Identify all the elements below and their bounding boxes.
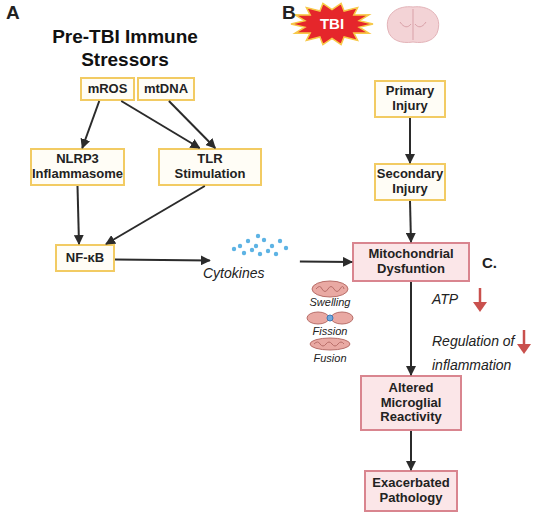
panel-letter: B	[282, 2, 296, 24]
node-text: Mitochondrial Dysfuntion	[357, 247, 465, 277]
mitochondria-label: Fusion	[300, 352, 360, 364]
mitochondrion-fission	[331, 312, 353, 324]
cytokine-dot	[284, 246, 288, 250]
cytokine-dot	[278, 239, 282, 243]
brain-detail	[400, 9, 426, 40]
pathway-box: TLR Stimulation	[158, 148, 262, 186]
node-text: NF-κB	[66, 251, 104, 266]
effect-label: Regulation of inflammation	[432, 329, 532, 377]
edge-label: Cytokines	[203, 265, 264, 281]
panel-title: Pre-TBI Immune Stressors	[25, 26, 225, 72]
starburst-fill	[291, 4, 373, 45]
outcome-box: Altered Microglial Reactivity	[360, 375, 462, 431]
decrease-arrow-head	[473, 302, 487, 312]
decrease-arrow-shaft	[523, 330, 526, 346]
arrow-connector	[78, 186, 80, 244]
arrow-connector	[410, 201, 411, 242]
stressor-box: mtDNA	[137, 77, 195, 101]
cytokine-dot	[258, 252, 262, 256]
connector-line	[300, 260, 352, 263]
node-text: Primary Injury	[380, 84, 440, 114]
mitochondrion-fusion	[310, 338, 350, 350]
arrow-connector	[121, 101, 199, 148]
decrease-arrow-head	[517, 344, 531, 354]
connector-line	[409, 118, 411, 163]
cytokine-dot	[242, 251, 246, 255]
arrow-connector	[411, 431, 412, 470]
effect-label: ATP	[432, 291, 458, 307]
cytokine-dot	[262, 238, 266, 242]
cytokine-dots	[232, 234, 288, 256]
panel-letter: A	[6, 2, 20, 24]
starburst-label: TBI	[290, 2, 374, 46]
cristae	[314, 342, 344, 346]
arrow-connector	[115, 259, 352, 262]
cytokine-dot	[238, 244, 242, 248]
mitochondria-drawings	[307, 281, 353, 350]
injury-box: Primary Injury	[374, 80, 446, 118]
connector-line	[169, 101, 215, 148]
node-text: NLRP3 Inflammasome	[32, 152, 123, 182]
injury-box: Secondary Injury	[374, 163, 446, 201]
cytokine-dot	[270, 244, 274, 248]
cytokine-dot	[274, 252, 278, 256]
decrease-arrow-shaft	[479, 288, 482, 304]
arrow-connector	[106, 186, 205, 244]
node-text: mROS	[88, 82, 128, 97]
pathway-box: NLRP3 Inflammasome	[30, 148, 125, 186]
node-text: mtDNA	[144, 82, 188, 97]
mitochondria-label: Swelling	[300, 296, 360, 308]
connector-line	[410, 201, 411, 242]
cytokine-dot	[254, 244, 258, 248]
arrow-connector	[169, 101, 215, 148]
cristae	[316, 287, 344, 292]
stressor-box: mROS	[80, 77, 135, 101]
panel-letter: C.	[482, 254, 497, 271]
node-text: Exacerbated Pathology	[369, 476, 453, 506]
cytokine-dot	[250, 248, 254, 252]
arrow-connector	[82, 101, 99, 148]
connector-line	[115, 259, 210, 260]
cytokine-dot	[256, 234, 260, 238]
outcome-box: Exacerbated Pathology	[364, 470, 458, 512]
node-text: TLR Stimulation	[168, 152, 252, 182]
node-text: Altered Microglial Reactivity	[365, 381, 457, 426]
arrow-connector	[411, 282, 412, 375]
mitochondrion-swelling	[312, 281, 348, 297]
cytokine-dot	[232, 247, 236, 251]
connector-line	[121, 101, 199, 148]
mitochondria-label: Fission	[300, 325, 360, 337]
connector-line	[410, 282, 412, 375]
connector-line	[410, 431, 412, 470]
brain-outline	[387, 7, 438, 43]
mitochondrion-fission	[307, 312, 329, 324]
node-text: TBI	[320, 15, 344, 32]
cytokine-dot	[246, 239, 250, 243]
connector-line	[82, 101, 99, 148]
outcome-box: Mitochondrial Dysfuntion	[352, 242, 470, 282]
connector-line	[78, 186, 80, 244]
brain-slice	[387, 7, 438, 43]
arrow-connector	[410, 118, 411, 163]
cytokine-dot	[266, 249, 270, 253]
connector-line	[106, 186, 205, 244]
pathway-box: NF-κB	[55, 244, 115, 272]
node-text: Secondary Injury	[377, 167, 443, 197]
fission-site	[327, 315, 333, 321]
